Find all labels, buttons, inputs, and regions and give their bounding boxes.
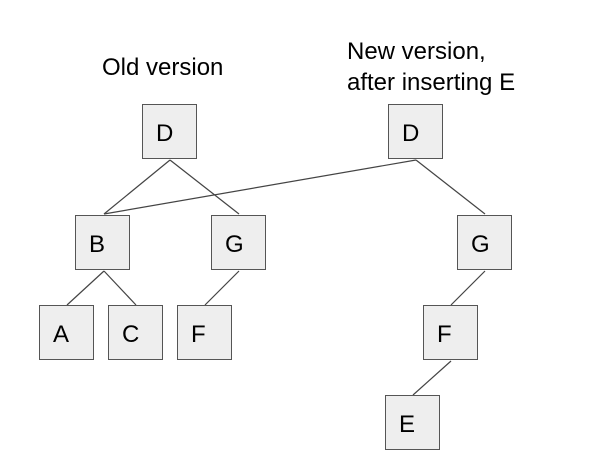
edge-old-b-to-c [103, 270, 137, 306]
edge-new-f-to-e [412, 360, 452, 396]
old-node-b: B [75, 215, 130, 270]
edge-new-d-to-g [415, 159, 486, 215]
edge-old-b-to-a [66, 270, 105, 306]
edge-old-d-to-b [103, 159, 171, 215]
old-node-f-label: F [191, 321, 206, 348]
old-version-label: Old version [102, 54, 224, 81]
edge-new-d-to-b [103, 159, 417, 215]
new-node-g: G [457, 215, 512, 270]
new-node-g-label: G [471, 231, 490, 258]
new-node-d: D [388, 104, 443, 159]
old-node-c-label: C [122, 321, 140, 348]
edge-old-g-to-f [204, 270, 240, 306]
new-node-f-label: F [437, 321, 452, 348]
old-node-a-label: A [53, 321, 70, 348]
old-node-g: G [211, 215, 266, 270]
edge-new-g-to-f [450, 270, 486, 306]
new-version-label-line1: New version, [347, 38, 486, 65]
new-node-e: E [385, 395, 440, 450]
old-node-f: F [177, 305, 232, 360]
old-node-c: C [108, 305, 163, 360]
edge-old-d-to-g [169, 159, 240, 215]
old-node-b-label: B [89, 231, 106, 258]
old-node-g-label: G [225, 231, 244, 258]
old-node-a: A [39, 305, 94, 360]
old-node-d-label: D [156, 120, 174, 147]
new-node-d-label: D [402, 120, 420, 147]
new-node-e-label: E [399, 411, 416, 438]
new-node-f: F [423, 305, 478, 360]
new-version-label-line2: after inserting E [347, 69, 516, 96]
old-node-d: D [142, 104, 197, 159]
